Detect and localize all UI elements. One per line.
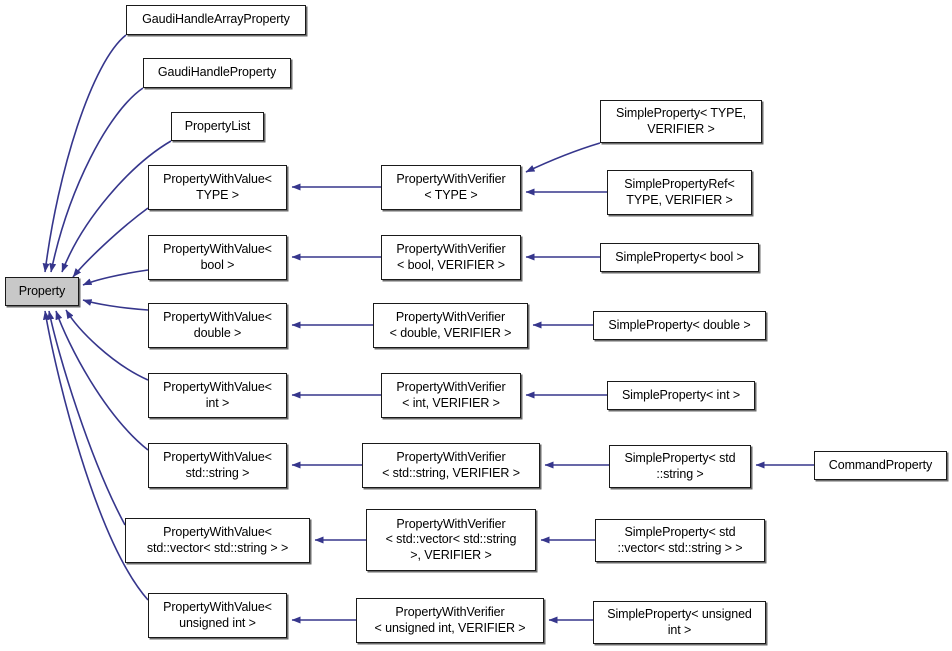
class-node-label: GaudiHandleProperty (157, 65, 277, 80)
inheritance-edge (47, 310, 126, 526)
class-node-label: SimpleProperty< std ::string > (624, 451, 736, 481)
class-node-pwv_double[interactable]: PropertyWithValue< double > (148, 303, 287, 348)
class-node-command_property[interactable]: CommandProperty (814, 451, 947, 480)
class-node-label: SimpleProperty< int > (621, 387, 741, 402)
class-node-label: PropertyWithValue< unsigned int > (163, 600, 272, 630)
class-node-label: PropertyWithVerifier < unsigned int, VER… (374, 605, 526, 635)
class-node-sp_type_verifier[interactable]: SimpleProperty< TYPE, VERIFIER > (600, 100, 762, 143)
class-node-sp_string[interactable]: SimpleProperty< std ::string > (609, 445, 751, 488)
class-node-pwver_string[interactable]: PropertyWithVerifier < std::string, VERI… (362, 443, 540, 488)
inheritance-edge (82, 269, 149, 286)
class-node-label: SimpleProperty< unsigned int > (607, 607, 752, 637)
class-node-label: PropertyWithVerifier < TYPE > (396, 172, 506, 202)
class-node-pwv_type[interactable]: PropertyWithValue< TYPE > (148, 165, 287, 210)
class-node-pwver_bool[interactable]: PropertyWithVerifier < bool, VERIFIER > (381, 235, 521, 280)
class-node-pwv_string[interactable]: PropertyWithValue< std::string > (148, 443, 287, 488)
class-node-pwver_uint[interactable]: PropertyWithVerifier < unsigned int, VER… (356, 598, 544, 643)
inheritance-edge (55, 310, 149, 451)
class-node-label: GaudiHandleArrayProperty (142, 12, 290, 27)
class-node-label: PropertyWithVerifier < double, VERIFIER … (389, 310, 512, 340)
class-node-label: SimpleProperty< TYPE, VERIFIER > (615, 106, 747, 136)
class-node-pwver_double[interactable]: PropertyWithVerifier < double, VERIFIER … (373, 303, 528, 348)
class-node-pwv_bool[interactable]: PropertyWithValue< bool > (148, 235, 287, 280)
class-node-property[interactable]: Property (5, 277, 79, 306)
class-node-sp_double[interactable]: SimpleProperty< double > (593, 311, 766, 340)
class-node-gaudi_handle_array[interactable]: GaudiHandleArrayProperty (126, 5, 306, 35)
class-node-pwv_uint[interactable]: PropertyWithValue< unsigned int > (148, 593, 287, 638)
inheritance-edge (49, 87, 144, 273)
class-node-label: PropertyWithValue< double > (163, 310, 272, 340)
class-node-label: SimplePropertyRef< TYPE, VERIFIER > (624, 177, 735, 207)
class-node-sp_bool[interactable]: SimpleProperty< bool > (600, 243, 759, 272)
inheritance-edge (525, 142, 601, 173)
class-node-sp_vector_string[interactable]: SimpleProperty< std ::vector< std::strin… (595, 519, 765, 562)
inheritance-edge (82, 299, 149, 311)
class-node-label: SimpleProperty< bool > (615, 249, 744, 264)
class-node-label: SimpleProperty< std ::vector< std::strin… (617, 525, 743, 555)
class-node-label: PropertyWithValue< TYPE > (163, 172, 272, 202)
class-node-label: PropertyWithVerifier < int, VERIFIER > (396, 380, 506, 410)
class-node-label: PropertyWithValue< std::string > (163, 450, 272, 480)
class-node-spref_type_verifier[interactable]: SimplePropertyRef< TYPE, VERIFIER > (607, 170, 752, 215)
inheritance-edge (72, 207, 149, 278)
class-node-pwv_vector_string[interactable]: PropertyWithValue< std::vector< std::str… (125, 518, 310, 563)
class-node-label: PropertyWithVerifier < std::string, VERI… (382, 450, 520, 480)
inheritance-edge (65, 309, 149, 381)
class-node-label: CommandProperty (828, 457, 933, 472)
class-node-sp_int[interactable]: SimpleProperty< int > (607, 381, 755, 410)
class-node-pwver_type[interactable]: PropertyWithVerifier < TYPE > (381, 165, 521, 210)
class-node-pwver_vector_string[interactable]: PropertyWithVerifier < std::vector< std:… (366, 509, 536, 571)
class-node-label: PropertyWithVerifier < bool, VERIFIER > (396, 242, 506, 272)
class-node-label: SimpleProperty< double > (608, 317, 751, 332)
class-node-gaudi_handle[interactable]: GaudiHandleProperty (143, 58, 291, 88)
class-node-property_list[interactable]: PropertyList (171, 112, 264, 141)
inheritance-edge (42, 34, 127, 273)
class-node-label: PropertyWithValue< int > (163, 380, 272, 410)
class-node-pwv_int[interactable]: PropertyWithValue< int > (148, 373, 287, 418)
class-node-label: PropertyWithVerifier < std::vector< std:… (385, 516, 517, 562)
class-node-pwver_int[interactable]: PropertyWithVerifier < int, VERIFIER > (381, 373, 521, 418)
class-node-label: PropertyWithValue< std::vector< std::str… (146, 525, 289, 555)
class-node-label: PropertyList (184, 118, 251, 133)
class-node-sp_uint[interactable]: SimpleProperty< unsigned int > (593, 601, 766, 644)
class-node-label: Property (18, 283, 66, 298)
class-node-label: PropertyWithValue< bool > (163, 242, 272, 272)
